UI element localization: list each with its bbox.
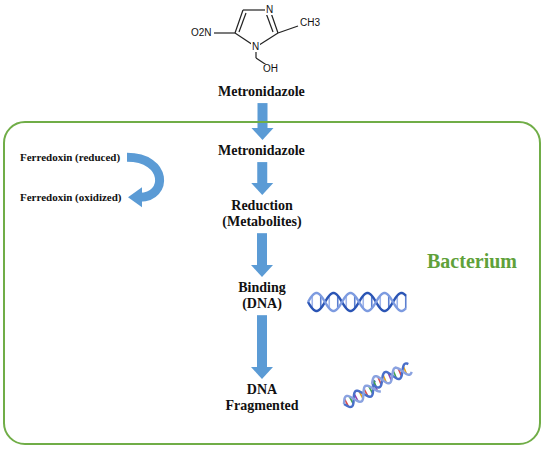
step-text-box: Ferredoxin (oxidized) [20, 191, 124, 204]
dna-fragments [344, 363, 412, 407]
step-text-box: DNA Fragmented [224, 382, 300, 414]
dna-strand [344, 386, 381, 404]
arrow-head [252, 128, 274, 140]
step-text-box: Binding (DNA) [237, 280, 287, 312]
dna-strand [308, 293, 406, 311]
flow-arrow [127, 157, 160, 207]
step-text-box: Metronidazole [218, 84, 307, 100]
curved-arrow [127, 157, 160, 197]
step-label: Reduction (Metabolites) [222, 198, 301, 230]
bond-lines [214, 10, 298, 66]
bond [214, 32, 235, 33]
step-label: Ferredoxin (oxidized) [20, 191, 124, 204]
dna-strand [372, 368, 412, 384]
dna-helix [308, 293, 406, 311]
dna-strand [308, 293, 406, 311]
bond [235, 10, 243, 33]
step-text-box: Metronidazole [218, 143, 307, 159]
atom-label: N [251, 42, 260, 52]
step-label: Metronidazole [218, 84, 307, 100]
arrow-shaft [257, 315, 267, 367]
flow-arrow [251, 233, 273, 277]
step-text-box: Reduction (Metabolites) [221, 198, 303, 230]
step-label: DNA Fragmented [225, 382, 298, 414]
arrow-head [251, 367, 273, 379]
bacterium-cell: Bacterium MetronidazoleFerredoxin (reduce… [3, 121, 541, 445]
bond [239, 13, 246, 32]
atom-label: OH [262, 64, 279, 74]
step-label: Metronidazole [218, 143, 307, 159]
arrow-head [251, 183, 273, 195]
arrow-head [251, 265, 273, 277]
dna-strand [344, 381, 375, 407]
arrow-shaft [257, 233, 267, 265]
atom-label: N [265, 5, 274, 15]
atom-label: O2N [190, 28, 213, 38]
step-label: Ferredoxin (reduced) [20, 151, 123, 164]
step-label: Binding (DNA) [238, 280, 285, 312]
atom-label: CH3 [299, 18, 321, 28]
arrow-head [128, 187, 142, 207]
dna-rung [405, 296, 407, 309]
step-text-box: Ferredoxin (reduced) [20, 151, 123, 164]
bond [278, 26, 298, 33]
flow-arrow [251, 162, 273, 195]
cell-label: Bacterium [427, 250, 517, 273]
bond [266, 13, 273, 32]
arrow-shaft [258, 103, 268, 128]
arrow-shaft [257, 162, 267, 183]
flow-arrow [251, 315, 273, 379]
